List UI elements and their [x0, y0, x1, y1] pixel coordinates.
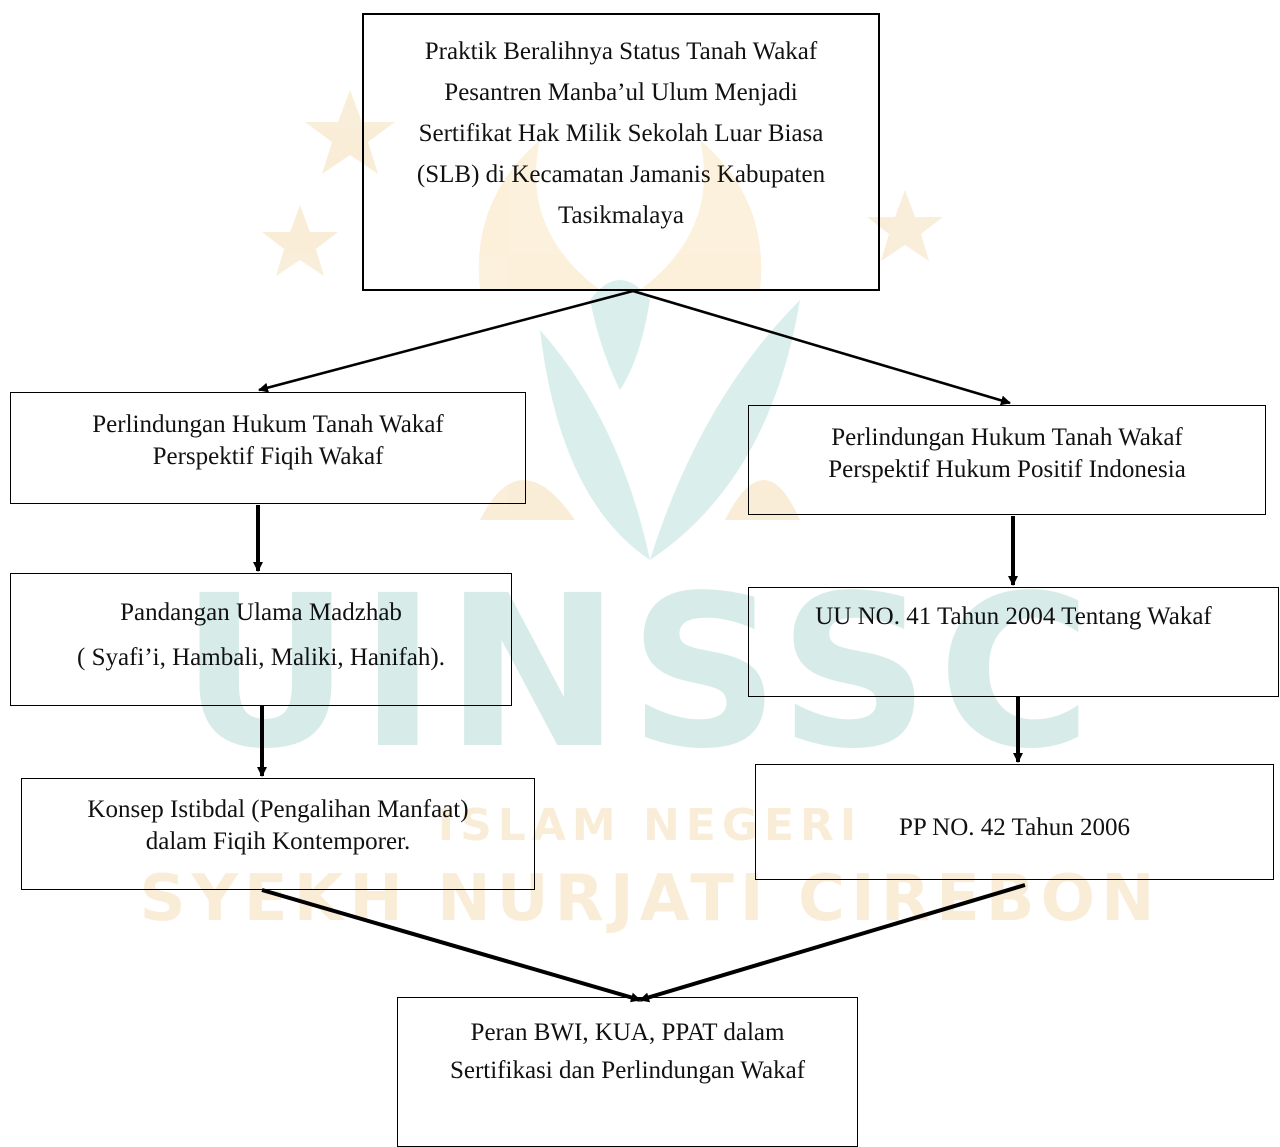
node-text-line: ( Syafi’i, Hambali, Maliki, Hanifah).	[77, 644, 445, 671]
node-text-line: Tasikmalaya	[558, 202, 684, 229]
node-praktik-peralihan: Praktik Beralihnya Status Tanah Wakaf Pe…	[362, 13, 880, 291]
node-text-line: Peran BWI, KUA, PPAT dalam	[470, 1019, 785, 1046]
node-text-line: Perspektif Fiqih Wakaf	[152, 443, 384, 470]
arrow-istibdal-to-peran	[261, 888, 641, 1003]
arrow-pp-to-peran	[639, 883, 1026, 1003]
node-text-line: Sertifikat Hak Milik Sekolah Luar Biasa	[418, 120, 824, 147]
node-text-line: dalam Fiqih Kontemporer.	[145, 828, 411, 855]
node-peran-bwi-kua-ppat: Peran BWI, KUA, PPAT dalam Sertifikasi d…	[397, 997, 858, 1147]
logo-star-icon	[867, 190, 943, 261]
node-perlindungan-fiqih: Perlindungan Hukum Tanah Wakaf Perspekti…	[10, 392, 526, 504]
node-konsep-istibdal: Konsep Istibdal (Pengalihan Manfaat) dal…	[21, 778, 535, 890]
node-text-line: Sertifikasi dan Perlindungan Wakaf	[449, 1057, 806, 1084]
watermark-logo-text: UINSSC	[180, 550, 1100, 795]
node-text-line: (SLB) di Kecamatan Jamanis Kabupaten	[416, 161, 826, 188]
logo-arch-shape	[480, 480, 575, 520]
logo-star-icon	[305, 90, 395, 174]
node-text-line: Pesantren Manba’ul Ulum Menjadi	[444, 79, 798, 106]
arrow-top-to-positif	[632, 289, 1011, 406]
node-text-line: Perspektif Hukum Positif Indonesia	[828, 456, 1186, 483]
node-text-line: PP NO. 42 Tahun 2006	[899, 814, 1130, 841]
logo-leaf-shape	[540, 330, 650, 560]
node-text-line: Perlindungan Hukum Tanah Wakaf	[831, 424, 1183, 451]
logo-star-icon	[262, 205, 338, 276]
node-pandangan-ulama: Pandangan Ulama Madzhab ( Syafi’i, Hamba…	[10, 573, 512, 706]
node-perlindungan-hukum-positif: Perlindungan Hukum Tanah Wakaf Perspekti…	[748, 405, 1266, 515]
node-text-line: Konsep Istibdal (Pengalihan Manfaat)	[87, 796, 469, 823]
node-uu-41-2004: UU NO. 41 Tahun 2004 Tentang Wakaf	[748, 587, 1279, 697]
arrow-top-to-fiqih	[258, 289, 634, 393]
node-pp-42-2006: PP NO. 42 Tahun 2006	[755, 764, 1274, 880]
node-text-line: Pandangan Ulama Madzhab	[120, 599, 402, 626]
logo-flame-shape	[640, 140, 762, 290]
logo-flame-shape	[478, 140, 600, 290]
logo-leaf-shape	[590, 280, 650, 390]
watermark-subtitle-line: SYEKH NURJATI CIREBON	[139, 862, 1160, 936]
logo-arch-shape	[725, 480, 800, 520]
node-text-line: Perlindungan Hukum Tanah Wakaf	[92, 411, 444, 438]
watermark-subtitle-line: ISLAM NEGERI	[438, 800, 863, 851]
node-text-line: Praktik Beralihnya Status Tanah Wakaf	[424, 38, 818, 65]
logo-leaf-shape	[650, 300, 800, 560]
node-text-line: UU NO. 41 Tahun 2004 Tentang Wakaf	[815, 603, 1212, 630]
